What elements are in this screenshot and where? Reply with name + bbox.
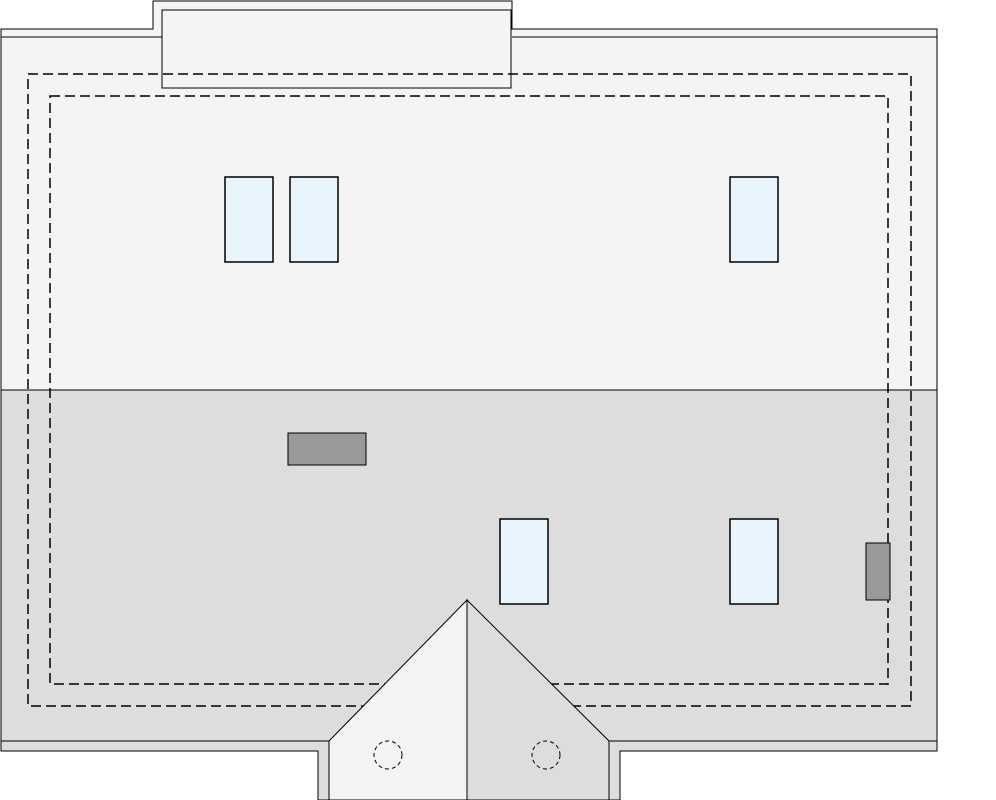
roof-lower-slope [0, 389, 938, 800]
chimney-2 [865, 542, 891, 601]
skylight-upper-2 [289, 176, 339, 263]
roof-drain-left [373, 740, 403, 770]
chimney-1 [287, 432, 367, 466]
skylight-lower-2 [729, 518, 779, 605]
skylight-upper-1 [224, 176, 274, 263]
skylight-upper-3 [729, 176, 779, 263]
roof-drain-right [531, 740, 561, 770]
dormer [161, 9, 512, 89]
skylight-lower-1 [499, 518, 549, 605]
